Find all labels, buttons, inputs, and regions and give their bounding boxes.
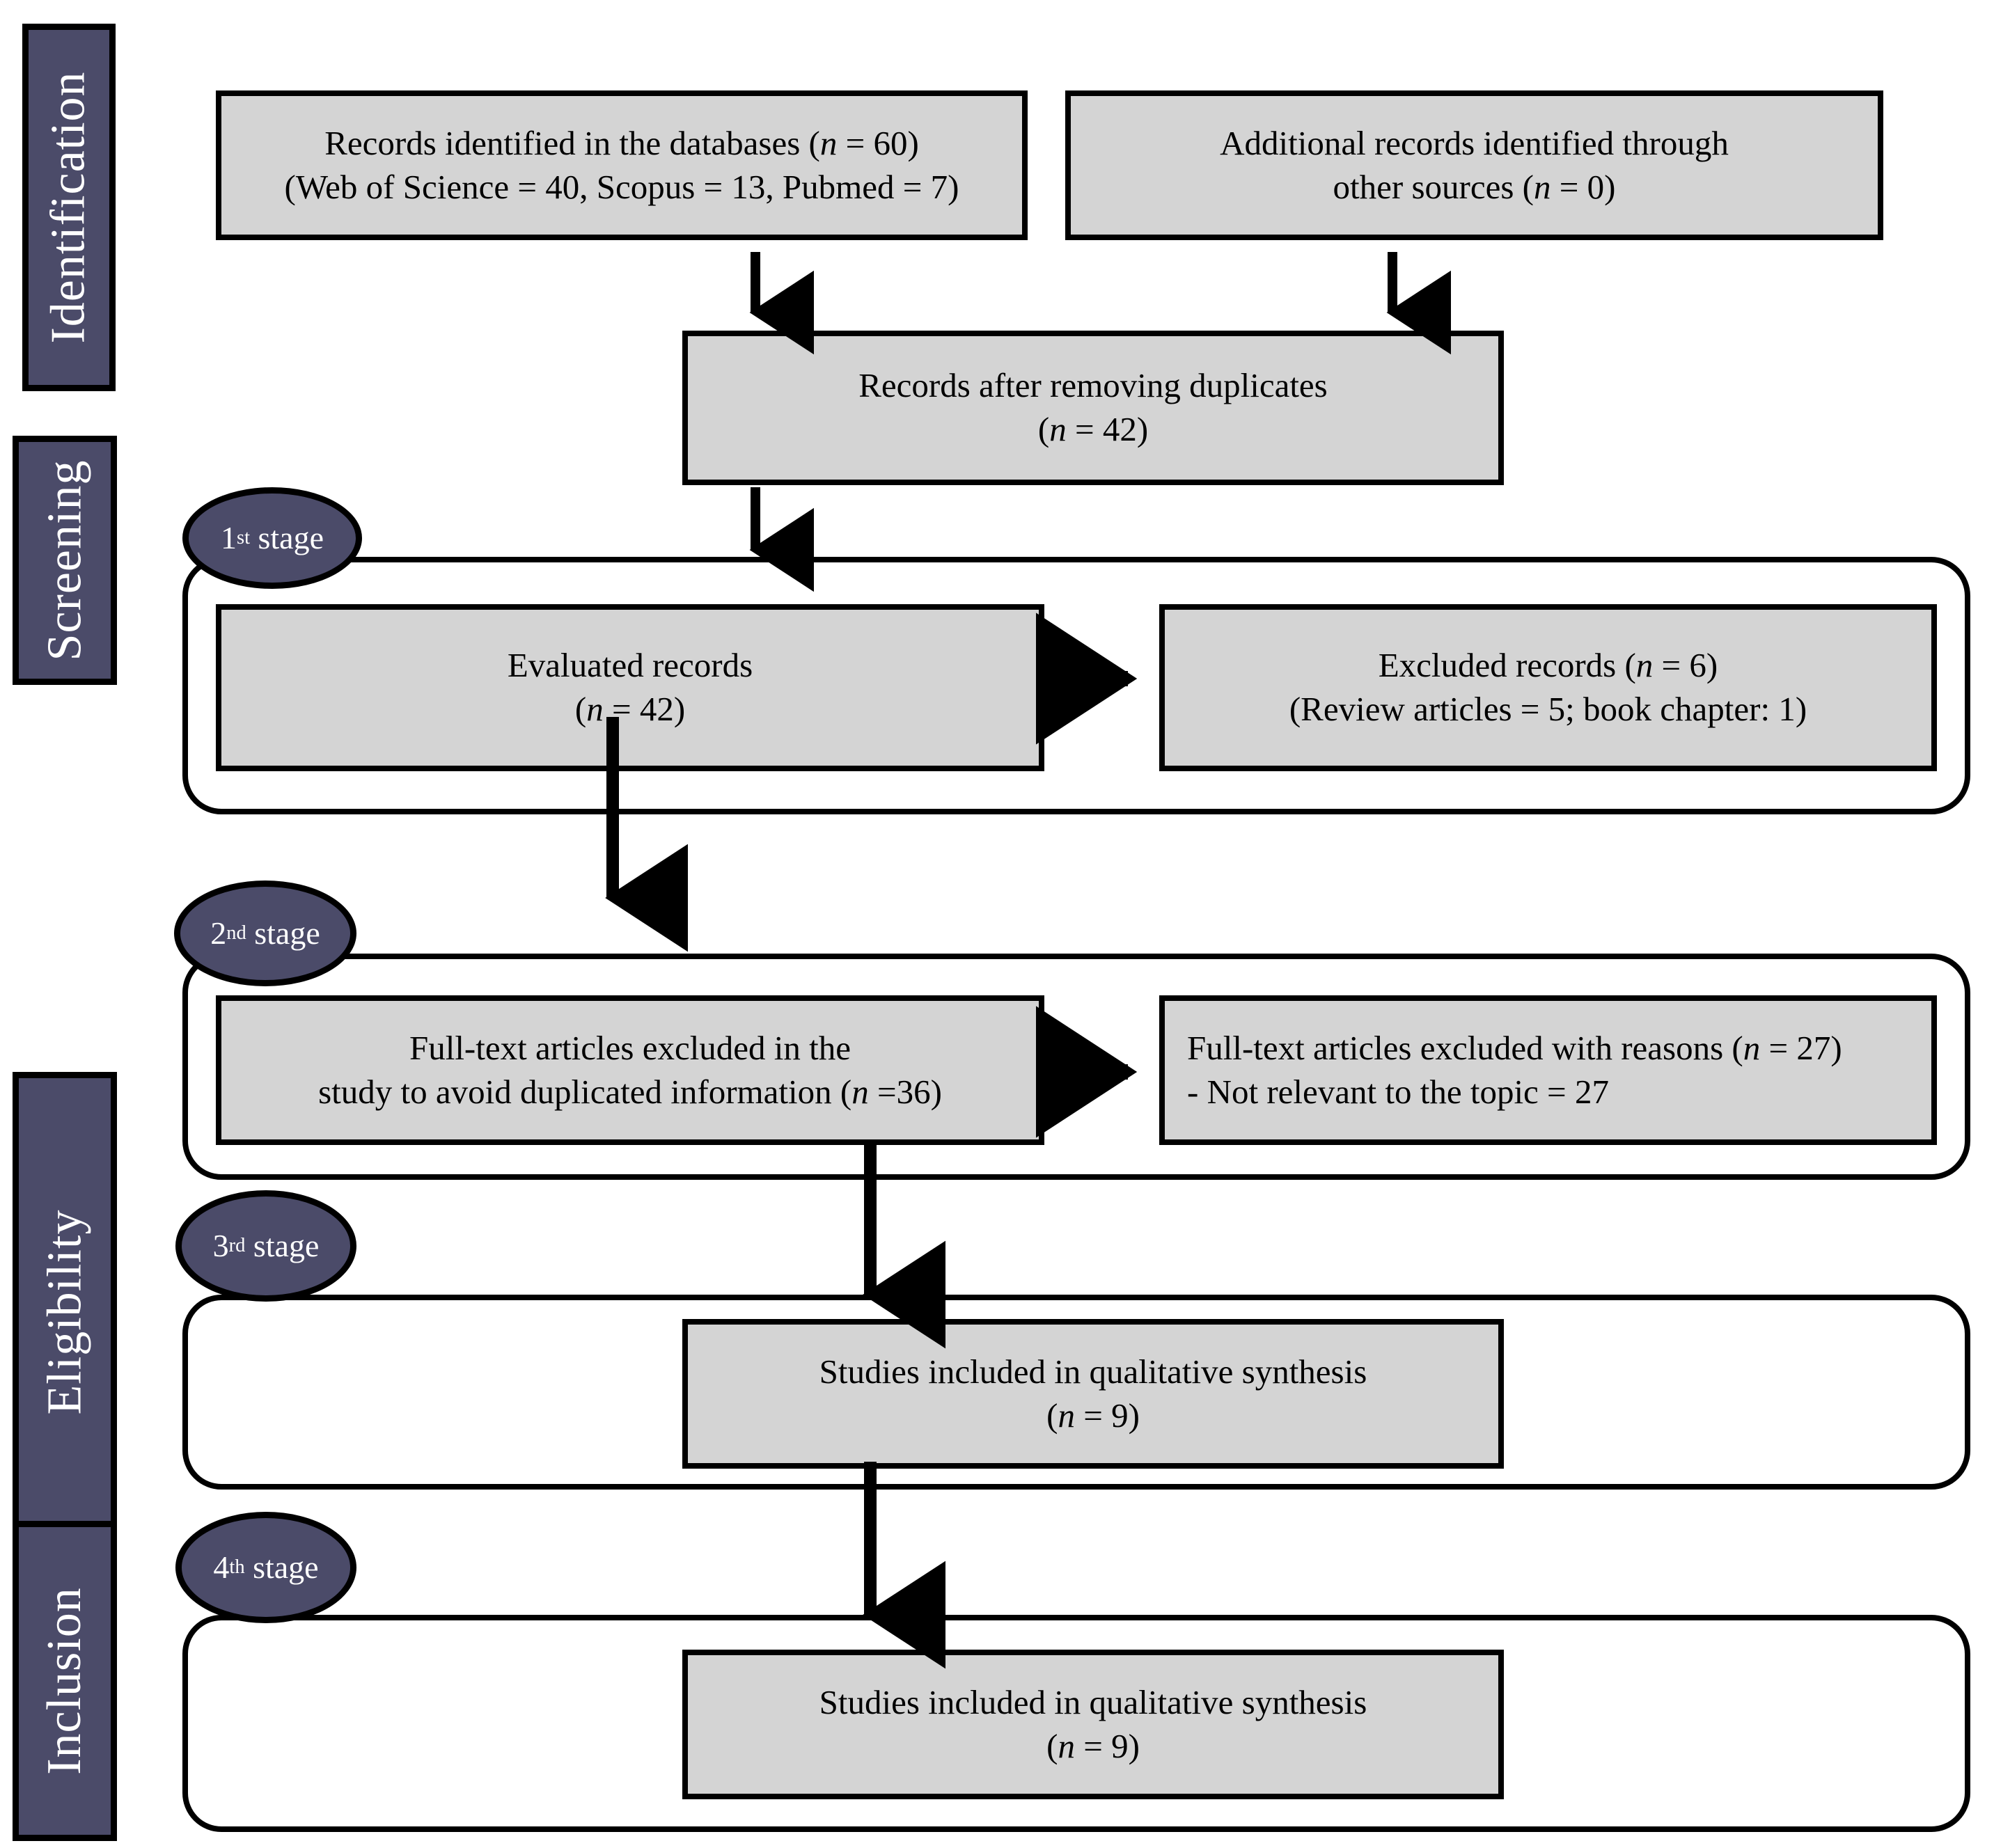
additional-records-line-2b: = 0): [1551, 167, 1616, 206]
fulltext-dup-line-2: study to avoid duplicated information (n…: [318, 1071, 942, 1114]
evaluated-records-line-1: Evaluated records: [507, 646, 753, 685]
stage-badge-1-suffix: st: [236, 526, 250, 548]
evaluated-records-line-2a: (: [574, 690, 587, 728]
phase-bar-inclusion: Inclusion: [13, 1521, 117, 1841]
box-records-after-duplicates: Records after removing duplicates (n = 4…: [682, 331, 1504, 485]
synthesis1-line-1: Studies included in qualitative synthesi…: [819, 1352, 1367, 1391]
records-identified-line-2: (Web of Science = 40, Scopus = 13, Pubme…: [284, 167, 959, 206]
evaluated-records-line-2b: = 42): [603, 690, 686, 728]
phase-label-screening: Screening: [38, 459, 91, 661]
stage-badge-2-word: stage: [254, 915, 320, 951]
phase-label-identification: Identification: [42, 71, 96, 344]
stage-badge-3-ordinal: 3: [212, 1228, 229, 1263]
fulltext-reasons-line-1a: Full-text articles excluded with reasons…: [1187, 1028, 1743, 1067]
additional-records-n: n: [1534, 167, 1551, 206]
after-duplicates-line-2a: (: [1037, 410, 1050, 448]
box-studies-qualitative-synthesis-1: Studies included in qualitative synthesi…: [682, 1319, 1504, 1469]
excluded-records-line-1b: = 6): [1653, 646, 1718, 685]
fulltext-reasons-n: n: [1743, 1028, 1761, 1067]
synthesis1-line-2a: (: [1046, 1396, 1058, 1435]
additional-records-line-2a: other sources (: [1333, 167, 1534, 206]
box-records-identified: Records identified in the databases (n =…: [216, 90, 1028, 240]
synthesis2-n: n: [1058, 1726, 1075, 1765]
synthesis2-line-1: Studies included in qualitative synthesi…: [819, 1682, 1367, 1721]
synthesis2-line-2: (n = 9): [1046, 1725, 1140, 1769]
box-fulltext-excluded-reasons: Full-text articles excluded with reasons…: [1159, 995, 1937, 1145]
excluded-records-n: n: [1635, 646, 1654, 685]
stage-badge-2-ordinal: 2: [210, 915, 227, 951]
stage-badge-4-suffix: th: [229, 1556, 245, 1578]
box-fulltext-excluded-duplicates: Full-text articles excluded in the study…: [216, 995, 1044, 1145]
synthesis1-line-2b: = 9): [1074, 1396, 1140, 1435]
stage-badge-1-ordinal: 1: [220, 520, 237, 555]
excluded-records-line-1: Excluded records (n = 6): [1379, 644, 1718, 688]
after-duplicates-line-1: Records after removing duplicates: [858, 366, 1328, 405]
phase-bar-identification: Identification: [22, 24, 116, 391]
evaluated-records-line-2: (n = 42): [575, 688, 685, 732]
phase-label-inclusion: Inclusion: [38, 1587, 91, 1775]
stage-container-4: [182, 1615, 1970, 1832]
fulltext-reasons-line-2: - Not relevant to the topic = 27: [1187, 1072, 1609, 1111]
evaluated-records-n: n: [586, 690, 604, 728]
synthesis2-line-2a: (: [1046, 1726, 1058, 1765]
excluded-records-line-2: (Review articles = 5; book chapter: 1): [1289, 690, 1807, 728]
records-identified-n-1: n: [819, 123, 838, 162]
stage-badge-4-word: stage: [253, 1549, 319, 1585]
synthesis2-line-2b: = 9): [1074, 1726, 1140, 1765]
box-additional-records: Additional records identified through ot…: [1065, 90, 1883, 240]
fulltext-dup-line-2a: study to avoid duplicated information (: [318, 1072, 852, 1111]
excluded-records-line-1a: Excluded records (: [1378, 646, 1636, 685]
fulltext-reasons-line-1: Full-text articles excluded with reasons…: [1187, 1027, 1842, 1071]
fulltext-dup-n: n: [851, 1072, 869, 1111]
after-duplicates-line-2: (n = 42): [1038, 408, 1148, 452]
stage-container-3: [182, 1295, 1970, 1490]
phase-bar-eligibility: Eligibility: [13, 1072, 117, 1552]
stage-badge-4-ordinal: 4: [213, 1549, 230, 1585]
after-duplicates-n: n: [1049, 410, 1067, 448]
synthesis1-line-2: (n = 9): [1046, 1394, 1140, 1438]
phase-label-eligibility: Eligibility: [38, 1209, 91, 1415]
stage-badge-3-word: stage: [253, 1228, 320, 1263]
stage-badge-2-suffix: nd: [226, 922, 246, 944]
synthesis1-n: n: [1058, 1396, 1075, 1435]
box-excluded-records: Excluded records (n = 6) (Review article…: [1159, 604, 1937, 771]
additional-records-line-2: other sources (n = 0): [1333, 166, 1616, 210]
phase-bar-screening: Screening: [13, 436, 117, 685]
stage-badge-1-word: stage: [258, 520, 324, 555]
stage-container-2: [182, 954, 1970, 1180]
box-studies-qualitative-synthesis-2: Studies included in qualitative synthesi…: [682, 1650, 1504, 1799]
fulltext-dup-line-2b: =36): [868, 1072, 942, 1111]
fulltext-reasons-line-1b: = 27): [1760, 1028, 1842, 1067]
after-duplicates-line-2b: = 42): [1066, 410, 1149, 448]
records-identified-line-1b: = 60): [837, 123, 919, 162]
stage-container-1: [182, 557, 1970, 814]
records-identified-line-1a: Records identified in the databases (: [324, 123, 820, 162]
stage-badge-3-suffix: rd: [228, 1234, 246, 1256]
box-evaluated-records: Evaluated records (n = 42): [216, 604, 1044, 771]
records-identified-line-1: Records identified in the databases (n =…: [324, 122, 919, 166]
fulltext-dup-line-1: Full-text articles excluded in the: [409, 1028, 851, 1067]
additional-records-line-1: Additional records identified through: [1220, 123, 1729, 162]
